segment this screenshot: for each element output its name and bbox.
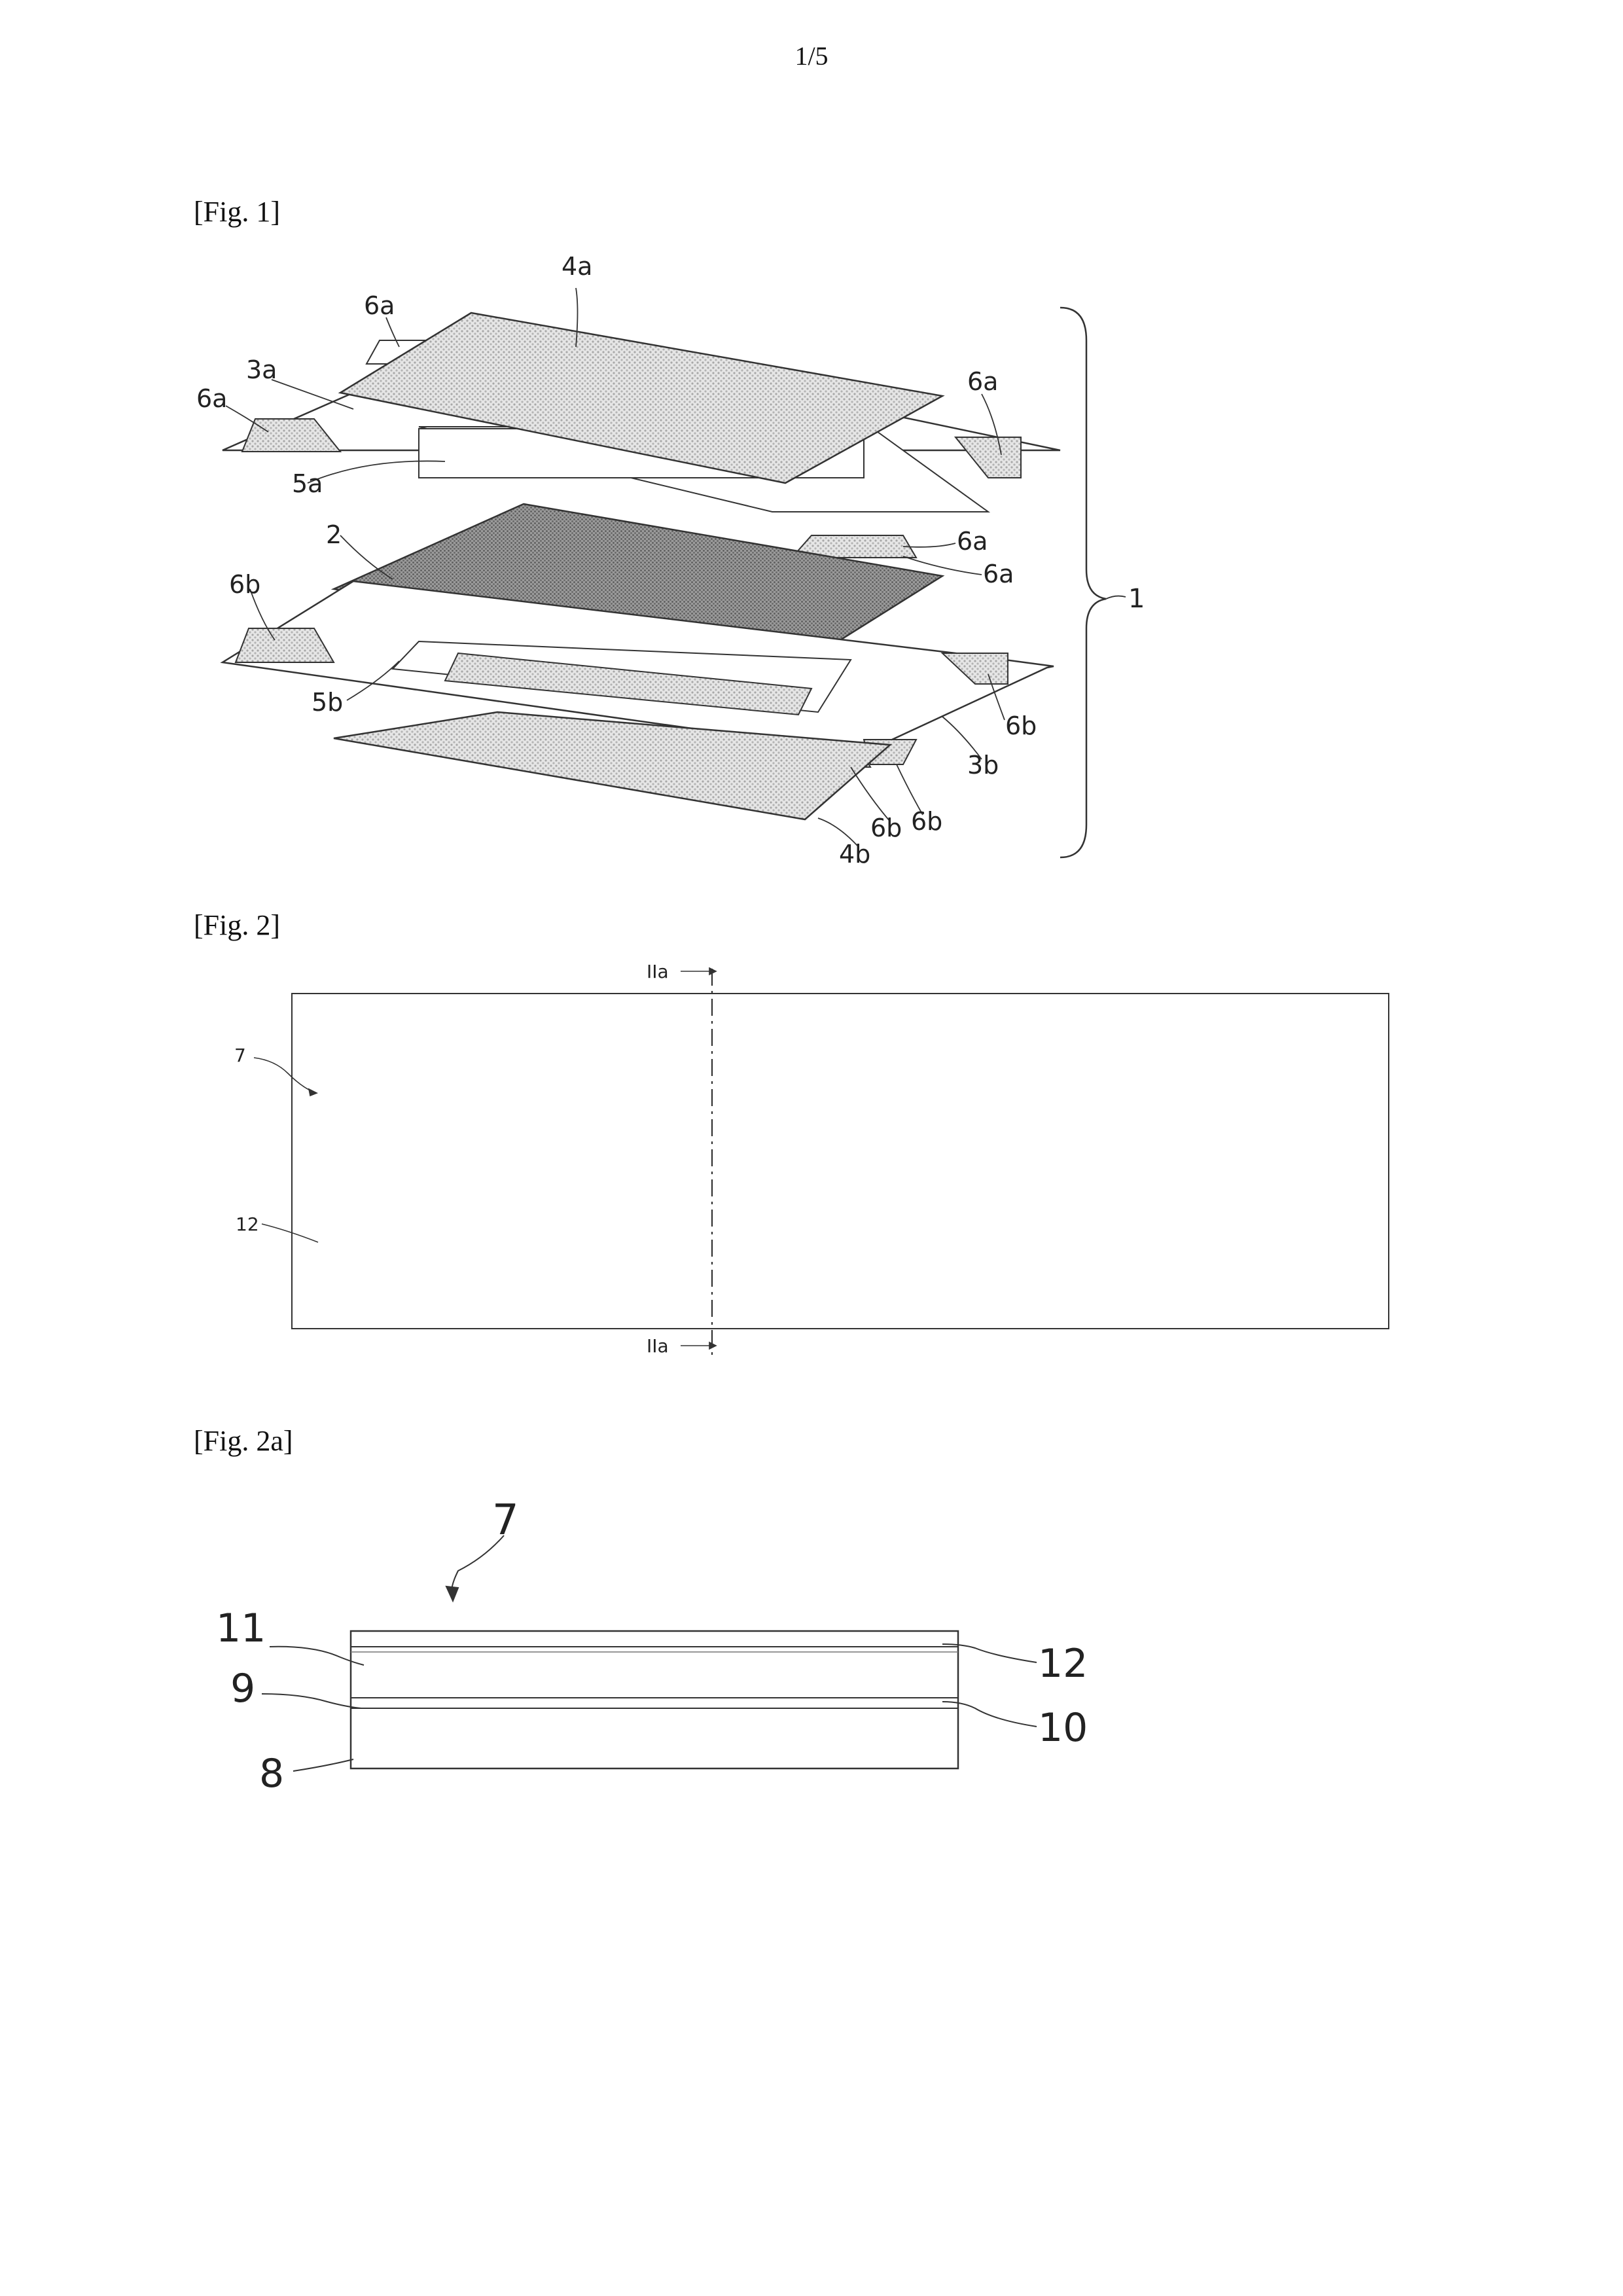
label-3a: 3a <box>246 355 277 384</box>
tab-6a-right <box>955 437 1021 478</box>
label-6b-b1: 6b <box>870 814 902 842</box>
label-2: 2 <box>326 520 342 549</box>
label-5a: 5a <box>292 469 323 498</box>
label-4a: 4a <box>562 252 592 281</box>
label-6b-right: 6b <box>1005 711 1037 740</box>
label-6a-top: 6a <box>364 291 395 320</box>
label-7-2a: 7 <box>492 1496 519 1545</box>
label-section-bottom: IIa <box>647 1335 669 1357</box>
label-10: 10 <box>1038 1705 1088 1751</box>
label-6a-mid2: 6a <box>983 560 1014 588</box>
fig2a-section-view <box>262 1535 1037 1771</box>
label-9: 9 <box>230 1666 255 1712</box>
layer-7-outline <box>292 994 1389 1329</box>
label-6a-left: 6a <box>196 384 227 413</box>
label-section-top: IIa <box>647 961 669 982</box>
label-6a-right: 6a <box>967 367 998 396</box>
brace-1 <box>1060 308 1106 857</box>
fig2-leaders <box>254 968 716 1349</box>
fig2-labels: IIa IIa 7 12 <box>234 961 669 1357</box>
label-6b-b2: 6b <box>911 807 942 836</box>
label-5b: 5b <box>312 688 343 717</box>
label-4b: 4b <box>839 840 870 869</box>
label-3b: 3b <box>967 751 999 780</box>
fig2-plan-view <box>254 968 1389 1355</box>
label-12: 12 <box>236 1213 259 1235</box>
label-11: 11 <box>216 1605 266 1651</box>
label-6a-mid1: 6a <box>957 527 988 556</box>
fig2a-leaders <box>262 1535 1037 1771</box>
label-7: 7 <box>234 1045 246 1066</box>
label-6b-left: 6b <box>229 570 260 599</box>
label-1: 1 <box>1128 584 1145 614</box>
label-8: 8 <box>259 1751 284 1797</box>
label-12-2a: 12 <box>1038 1641 1088 1687</box>
